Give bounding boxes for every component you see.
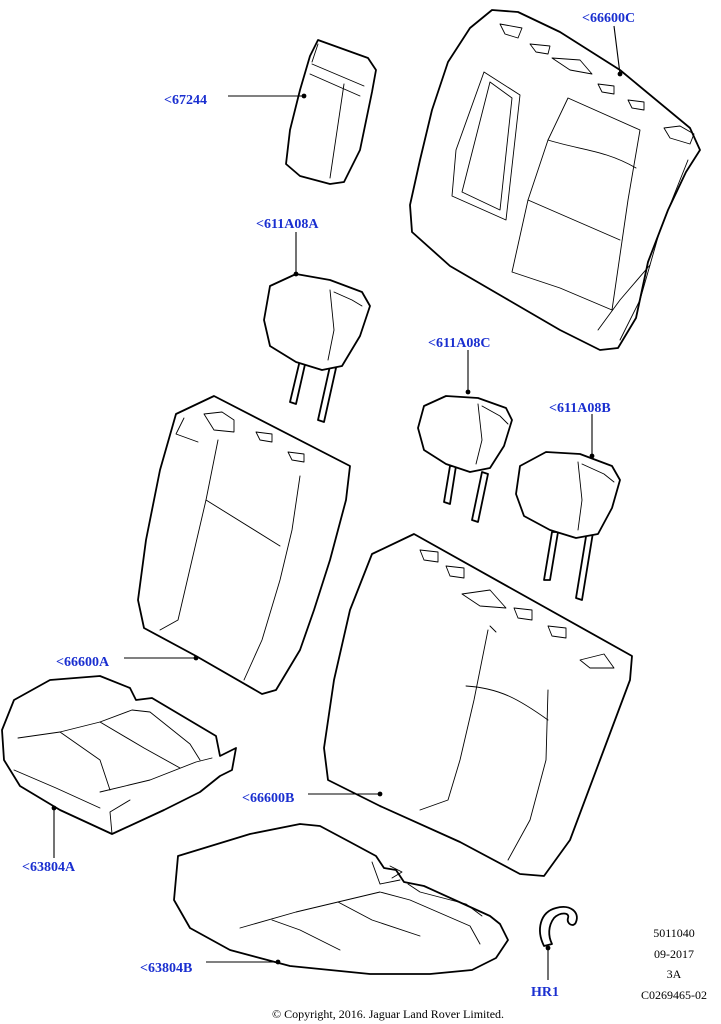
info-line-1: 5011040 [653, 926, 695, 940]
callout-611A08C[interactable]: <611A08C [428, 336, 490, 351]
info-line-3: 3A [667, 967, 682, 981]
copyright-notice: © Copyright, 2016. Jaguar Land Rover Lim… [272, 1007, 504, 1021]
callout-66600B[interactable]: <66600B [242, 791, 294, 806]
callout-63804A[interactable]: <63804A [22, 860, 76, 875]
seat-back-66600C [409, 9, 701, 351]
seat-cushion-63804A [1, 675, 237, 835]
callout-611A08A[interactable]: <611A08A [256, 217, 319, 232]
info-line-2: 09-2017 [654, 947, 694, 961]
callout-hr1[interactable]: HR1 [531, 985, 559, 1000]
callout-66600A[interactable]: <66600A [56, 655, 110, 670]
info-line-4: C0269465-02 [641, 988, 707, 1002]
callout-66600C[interactable]: <66600C [582, 11, 635, 26]
leader-lines [51, 25, 623, 980]
headrest-611A08B [515, 451, 621, 601]
callout-63804B[interactable]: <63804B [140, 961, 192, 976]
drawing-info-block: 5011040 09-2017 3A C0269465-02 [641, 926, 707, 1002]
seat-back-66600B [323, 533, 633, 877]
headrest-611A08C [417, 395, 513, 523]
headrest-611A08A [263, 273, 371, 423]
seat-back-66600A [137, 395, 351, 695]
armrest-67244 [285, 39, 377, 185]
callout-611A08B[interactable]: <611A08B [549, 401, 611, 416]
callout-labels: <66600C <67244 <611A08A <611A08C <611A08… [22, 11, 635, 1000]
hook-ring-hr1 [539, 906, 578, 947]
seat-cushion-63804B [173, 823, 509, 975]
callout-67244[interactable]: <67244 [164, 93, 207, 108]
